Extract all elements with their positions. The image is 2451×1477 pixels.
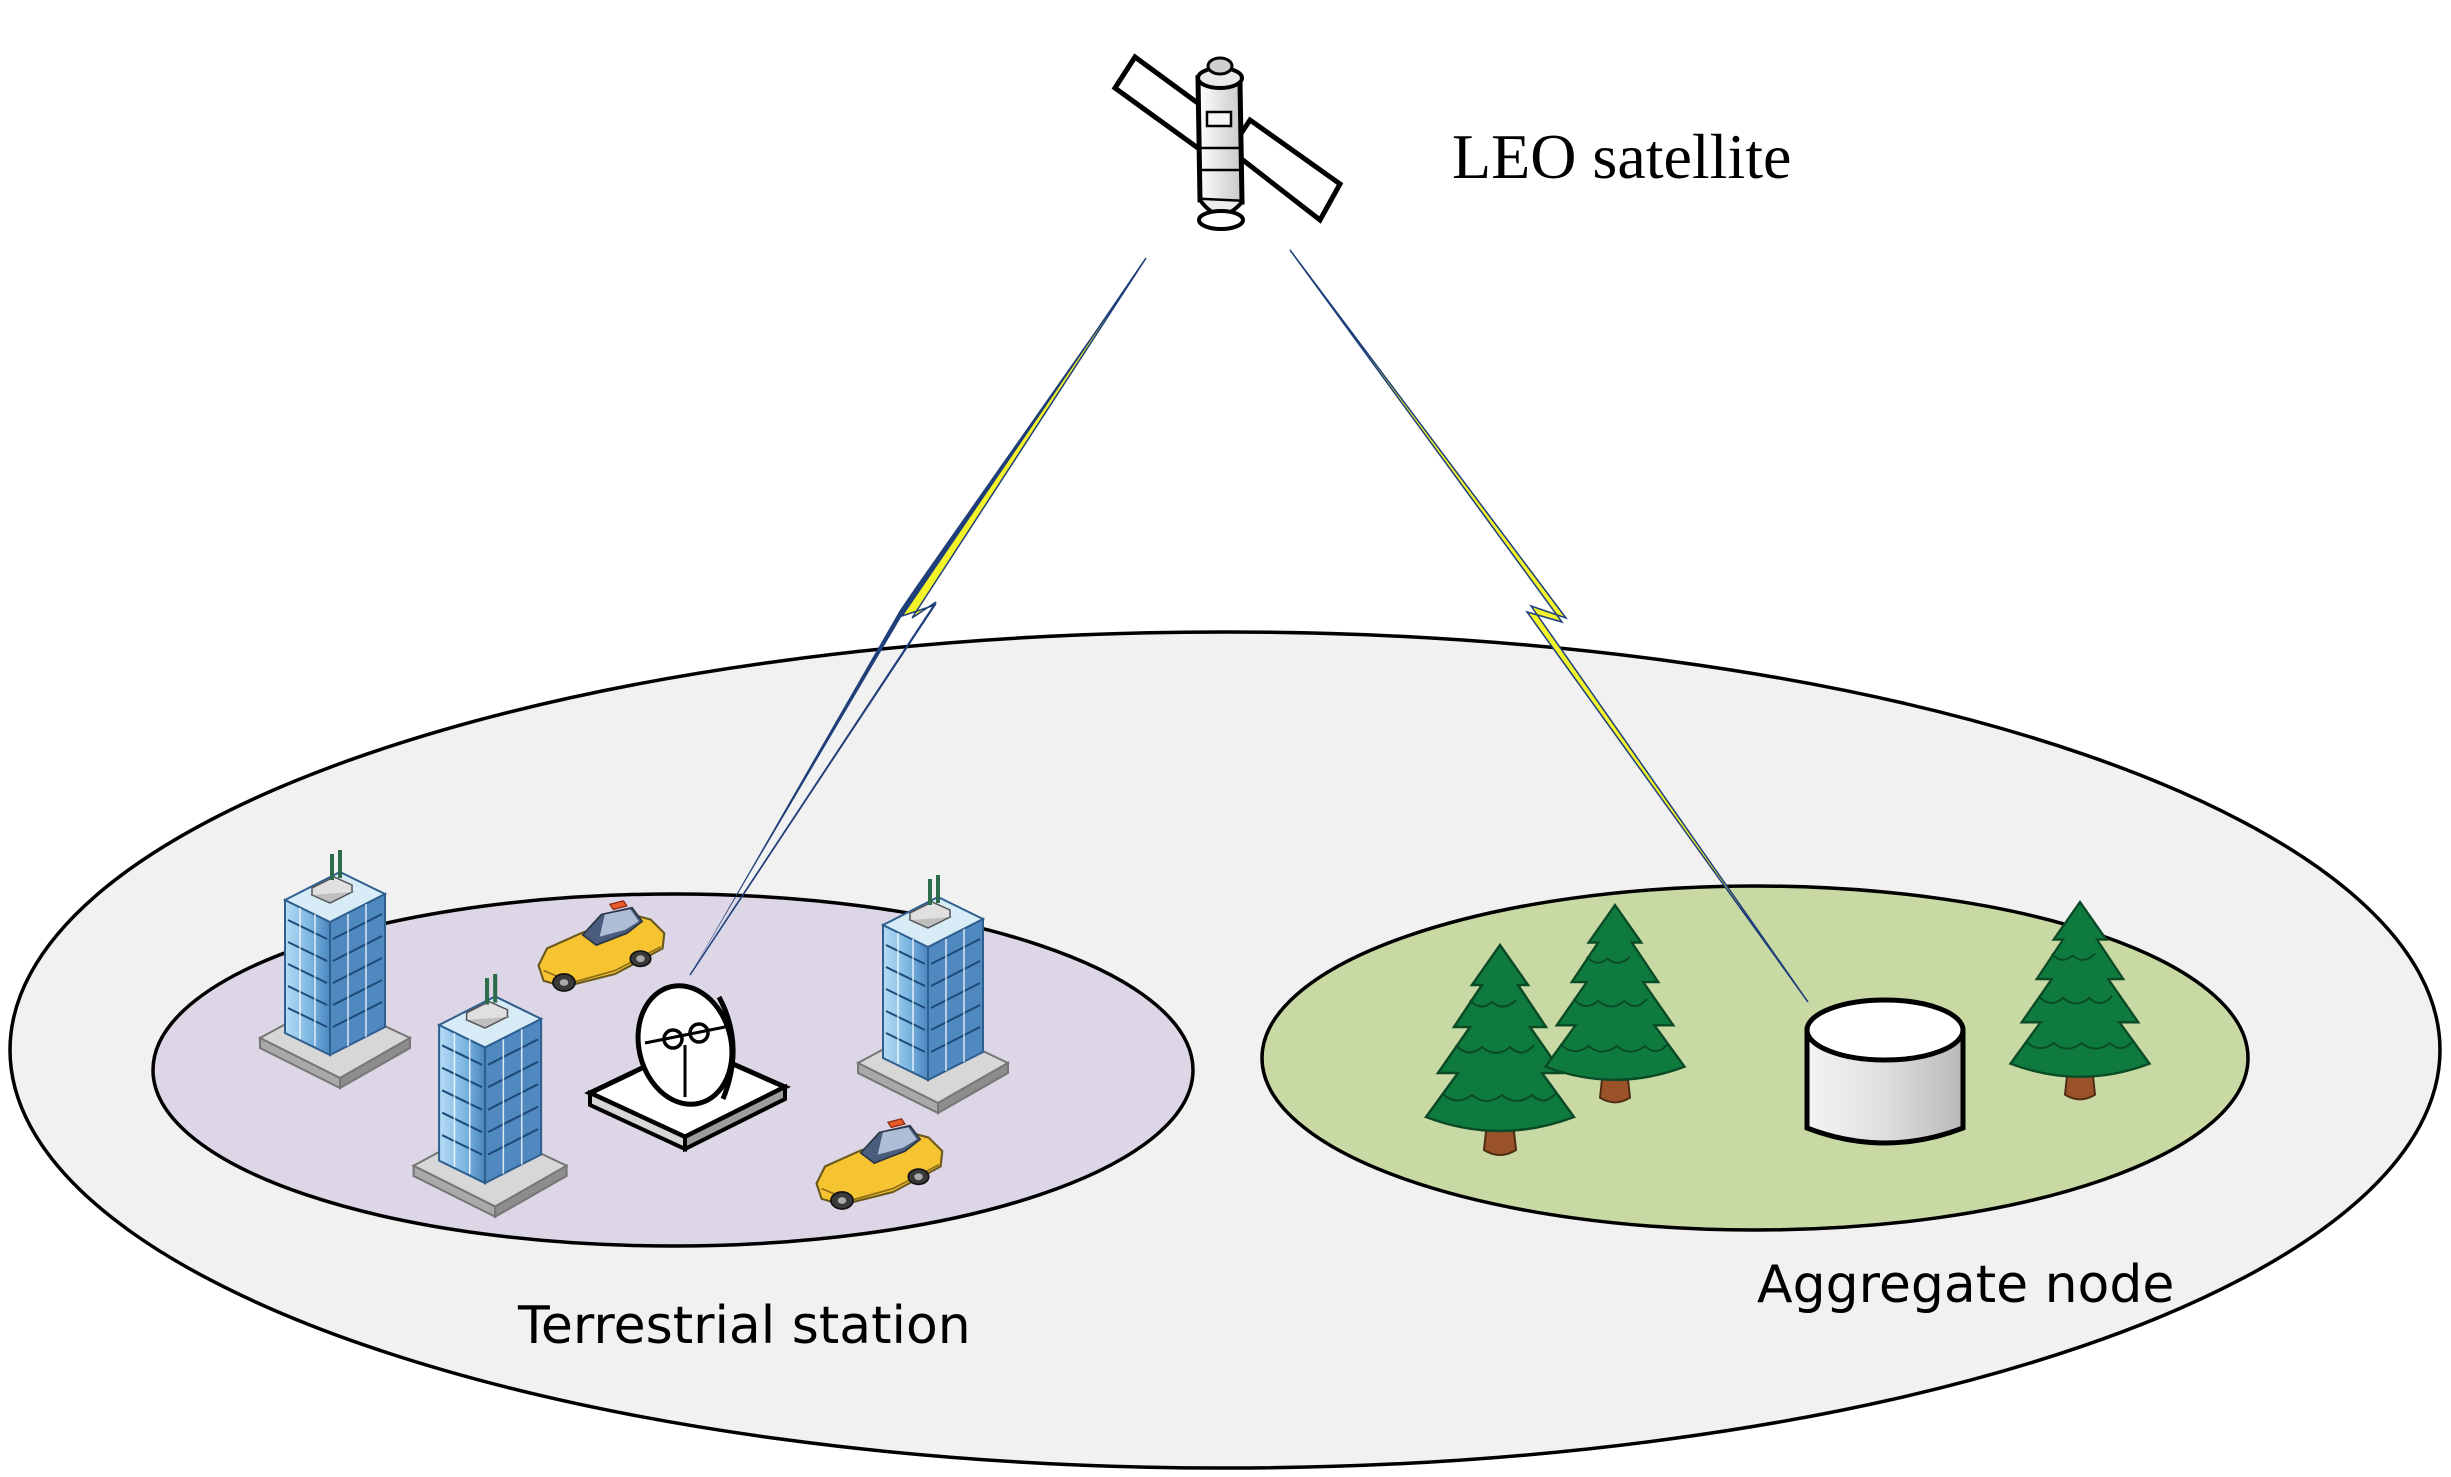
satellite-icon [1111,53,1344,231]
link-satellite-to-node [1289,249,1809,1003]
aggregate-node-label: Aggregate node [1757,1255,2174,1315]
terrestrial-station-label: Terrestrial station [517,1296,971,1356]
satellite-dish-icon [584,983,791,1153]
cylinder-node-icon [1804,997,1966,1146]
satellite-label: LEO satellite [1452,121,1791,192]
link-satellite-to-station [689,256,1148,976]
coverage-area [8,630,2442,1470]
